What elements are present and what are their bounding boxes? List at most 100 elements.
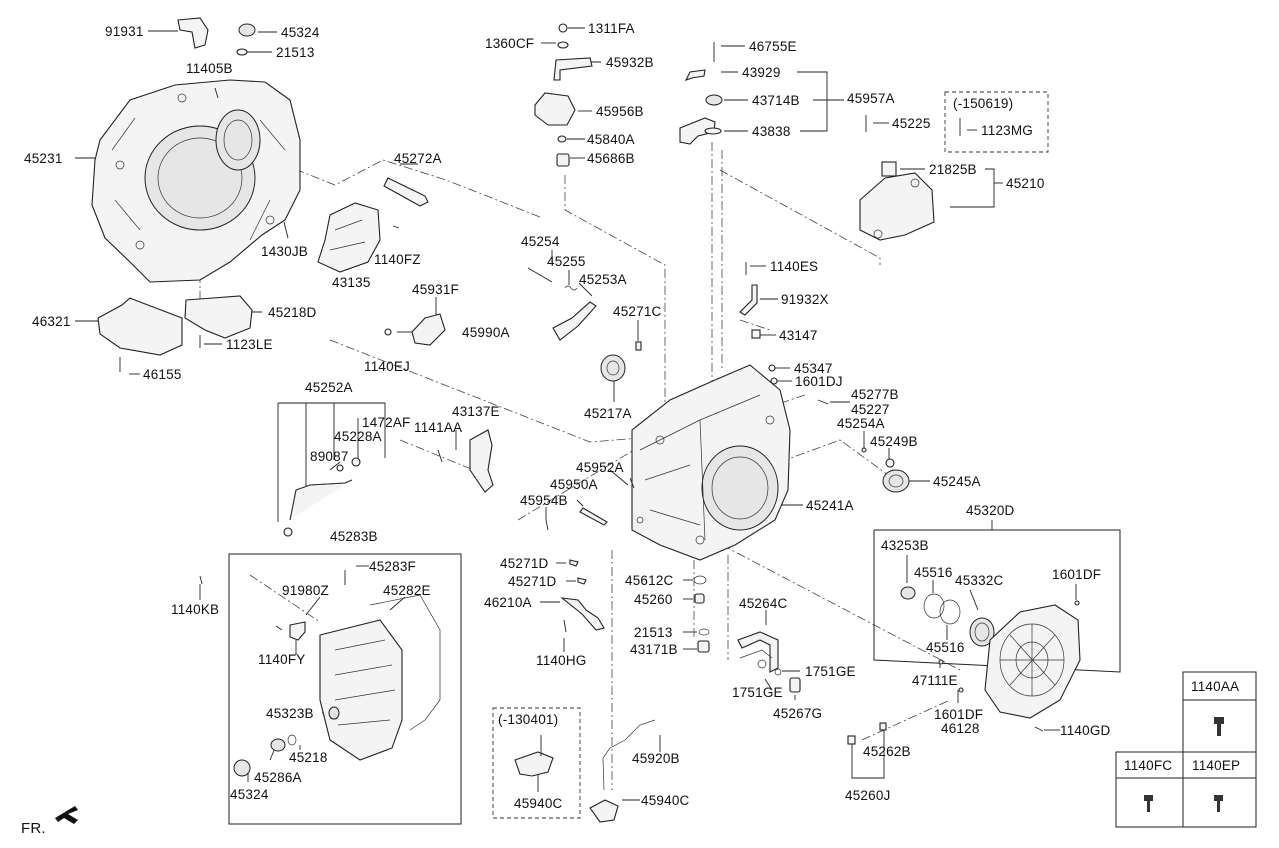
part-labels: 91931 45324 21513 11405B 45231 45272A 14… xyxy=(21,21,1240,837)
label-46321: 46321 xyxy=(32,314,71,329)
label-47111E: 47111E xyxy=(912,673,958,688)
bracket-45218D xyxy=(184,295,253,339)
label-45218: 45218 xyxy=(289,750,328,765)
leader-lines xyxy=(75,27,1077,801)
label-45252A: 45252A xyxy=(305,380,353,395)
label-45940C-variant: 45940C xyxy=(514,796,563,811)
baffle-43135 xyxy=(317,202,381,273)
label-1601DJ: 1601DJ xyxy=(795,374,843,389)
label-45249B: 45249B xyxy=(870,434,918,449)
label-1123LE: 1123LE xyxy=(226,337,273,352)
label-45228A: 45228A xyxy=(334,429,382,444)
variant-box-130401 xyxy=(492,707,581,819)
label-45260J: 45260J xyxy=(845,788,891,803)
label-45271C: 45271C xyxy=(613,304,662,319)
label-45272A: 45272A xyxy=(394,151,442,166)
label-45324: 45324 xyxy=(281,25,320,40)
label-11405B: 11405B xyxy=(186,61,233,76)
hose-45252A xyxy=(289,479,353,521)
label-45282E: 45282E xyxy=(383,583,431,598)
converter-housing-45231 xyxy=(91,79,301,283)
label-43714B: 43714B xyxy=(752,93,800,108)
label-45932B: 45932B xyxy=(606,55,654,70)
label-45516-top: 45516 xyxy=(914,565,953,580)
label-45920B: 45920B xyxy=(632,751,680,766)
label-1601DF-top: 1601DF xyxy=(1052,567,1101,582)
bracket-91931 xyxy=(177,17,209,49)
bolt-1140FC-icon xyxy=(1144,795,1153,812)
label-1601DF-bottom: 1601DF xyxy=(934,707,983,722)
fastener-legend xyxy=(1115,671,1257,828)
sensor-45956B xyxy=(534,92,576,126)
label-1360CF: 1360CF xyxy=(485,36,534,51)
lever-45253A xyxy=(552,301,597,341)
label-1751GE-left: 1751GE xyxy=(732,685,783,700)
label-45950A: 45950A xyxy=(550,477,598,492)
label-1430JB: 1430JB xyxy=(261,244,308,259)
label-46155: 46155 xyxy=(143,367,182,382)
label-45324-bottom: 45324 xyxy=(230,787,269,802)
label-45686B: 45686B xyxy=(587,151,635,166)
label-45347: 45347 xyxy=(794,361,833,376)
label-45940C: 45940C xyxy=(641,793,690,808)
label-45931F: 45931F xyxy=(412,282,459,297)
legend-label-1140FC: 1140FC xyxy=(1124,758,1172,773)
label-45241A: 45241A xyxy=(806,498,854,513)
seal-45217A xyxy=(600,354,626,382)
label-45323B: 45323B xyxy=(266,706,314,721)
label-45271D-1: 45271D xyxy=(500,556,549,571)
seal-45245A xyxy=(882,469,910,493)
label-91931: 91931 xyxy=(105,24,144,39)
plug-45324-top xyxy=(238,23,256,37)
label-FR: FR. xyxy=(21,820,46,837)
label-1141AA: 1141AA xyxy=(414,420,462,435)
label-45271D-2: 45271D xyxy=(508,574,557,589)
label-45990A: 45990A xyxy=(462,325,510,340)
label-46755E: 46755E xyxy=(749,39,797,54)
label-45231: 45231 xyxy=(24,151,63,166)
label-1140EJ: 1140EJ xyxy=(364,359,410,374)
label-45225: 45225 xyxy=(892,116,931,131)
label-1140KB: 1140KB xyxy=(171,602,219,617)
bracket-45210 xyxy=(859,172,935,241)
tubes-45264C xyxy=(737,631,779,673)
bolt-1140EP-icon xyxy=(1214,795,1223,812)
label-43171B: 43171B xyxy=(630,642,678,657)
label-46210A: 46210A xyxy=(484,595,532,610)
label-43838: 43838 xyxy=(752,124,791,139)
label-45277B: 45277B xyxy=(851,387,899,402)
lever-45990A xyxy=(411,313,446,346)
label-21513-bottom: 21513 xyxy=(634,625,673,640)
bolt-1140AA-icon xyxy=(1214,717,1224,736)
label-45260: 45260 xyxy=(634,592,673,607)
label-45283F: 45283F xyxy=(369,559,416,574)
label-45612C: 45612C xyxy=(625,573,674,588)
label-45262B: 45262B xyxy=(863,744,911,759)
label-21825B: 21825B xyxy=(929,162,977,177)
label-45267G: 45267G xyxy=(773,706,822,721)
label-1123MG: 1123MG xyxy=(981,123,1033,138)
bracket-43137E xyxy=(469,429,494,493)
label-45245A: 45245A xyxy=(933,474,981,489)
label-1140FZ: 1140FZ xyxy=(374,252,421,267)
cable-45920B xyxy=(602,719,656,791)
label-45227: 45227 xyxy=(851,402,890,417)
label-43929: 43929 xyxy=(742,65,781,80)
label-variant-130401: (-130401) xyxy=(498,712,558,727)
label-89087: 89087 xyxy=(310,449,349,464)
legend-label-1140EP: 1140EP xyxy=(1192,758,1240,773)
label-45264C: 45264C xyxy=(739,596,788,611)
label-45254: 45254 xyxy=(521,234,560,249)
seal-45332C xyxy=(969,617,995,647)
label-45283B: 45283B xyxy=(330,529,378,544)
label-1311FA: 1311FA xyxy=(588,21,635,36)
label-45217A: 45217A xyxy=(584,406,632,421)
label-43147: 43147 xyxy=(779,328,818,343)
label-45253A: 45253A xyxy=(579,272,627,287)
label-1140ES: 1140ES xyxy=(770,259,818,274)
cover-46128 xyxy=(984,604,1081,719)
label-21513: 21513 xyxy=(276,45,315,60)
label-45218D: 45218D xyxy=(268,305,317,320)
label-1140HG: 1140HG xyxy=(536,653,586,668)
